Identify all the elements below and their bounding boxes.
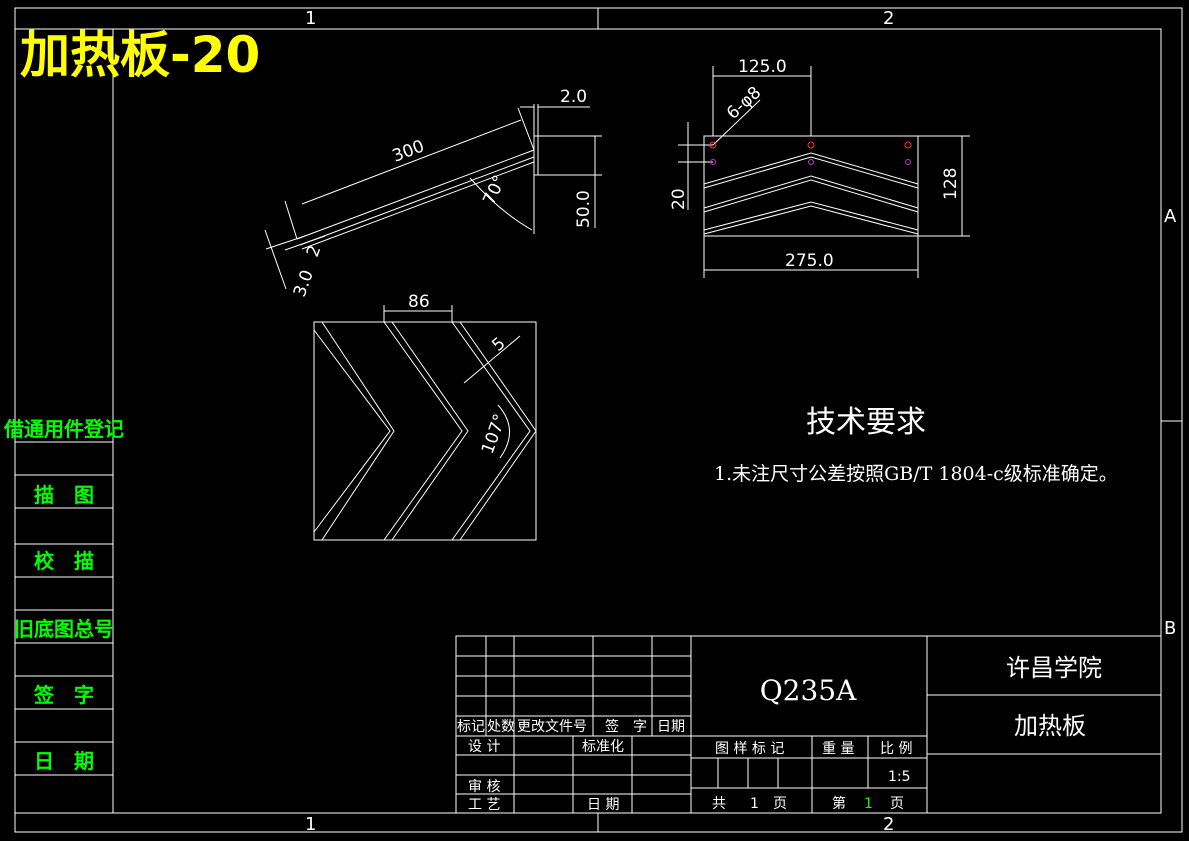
side-label-signature: 签 字 (33, 683, 94, 707)
dim-hole-spacing: 125.0 (738, 57, 787, 77)
side-label-date: 日 期 (34, 749, 94, 773)
side-panel (15, 441, 113, 776)
label-page-unit: 页 (773, 796, 787, 812)
label-total: 共 (712, 796, 726, 812)
dim-length-300: 300 (390, 136, 427, 166)
zone-label-row-b: B (1164, 618, 1176, 639)
dim-plate-height: 128 (941, 168, 961, 200)
dim-gap-2: 2.0 (560, 87, 587, 107)
dim-hole-offset: 20 (669, 188, 689, 210)
label-page: 第 (832, 795, 846, 812)
rev-header-mark: 标记 (457, 719, 485, 735)
dim-strip-5: 5 (488, 334, 509, 356)
front-view-holes (709, 141, 912, 165)
zone-label-col2-bottom: 2 (883, 814, 894, 835)
label-process: 工 艺 (468, 797, 500, 813)
rev-header-date: 日期 (657, 719, 685, 735)
scale-value: 1:5 (888, 769, 911, 785)
tech-requirement-item-1: 1.未注尺寸公差按照GB/T 1804-c级标准确定。 (714, 463, 1118, 485)
label-review: 审 核 (468, 779, 500, 795)
zone-label-col2-top: 2 (883, 8, 894, 29)
material-label: Q235A (760, 674, 857, 707)
zone-label-col1-bottom: 1 (305, 814, 316, 835)
front-view (678, 66, 970, 278)
dim-thick-3: 3.0 (290, 267, 318, 299)
side-label-old-drawing-no: 旧底图总号 (14, 617, 114, 641)
tech-requirements-heading: 技术要求 (806, 405, 926, 440)
page-number-value: 1 (864, 796, 873, 812)
label-drawing-stage: 图 样 标 记 (715, 741, 784, 757)
side-view (264, 104, 602, 290)
dim-height-50: 50.0 (574, 190, 594, 228)
organization-label: 许昌学院 (1006, 654, 1102, 682)
side-label-tracing: 描 图 (34, 483, 94, 507)
dim-thick-2: 2 (303, 243, 325, 260)
drawing-title: 加热板-20 (20, 26, 260, 84)
flat-view (313, 305, 537, 541)
label-scale: 比 例 (880, 741, 912, 757)
drawing-name-label: 加热板 (1014, 712, 1086, 740)
dim-angle-107: 107° (478, 411, 511, 456)
sheet-frame (14, 7, 1183, 833)
label-weight: 重 量 (822, 741, 854, 757)
zone-label-row-a: A (1164, 206, 1177, 227)
dim-pitch-86: 86 (408, 292, 430, 312)
rev-header-count: 处数 (487, 719, 515, 735)
side-label-borrowed-parts: 借通用件登记 (3, 417, 124, 441)
label-page-unit-2: 页 (890, 796, 904, 812)
side-label-trace-check: 校 描 (34, 549, 94, 573)
dim-plate-width: 275.0 (785, 251, 834, 271)
dim-holes: 6-φ8 (723, 83, 765, 124)
rev-header-signature: 签 字 (605, 718, 647, 735)
label-design: 设 计 (468, 739, 500, 755)
title-block (455, 635, 1162, 814)
zone-label-col1-top: 1 (305, 8, 316, 29)
label-date: 日 期 (587, 797, 619, 813)
dim-angle-70: 70° (479, 172, 510, 208)
label-standardization: 标准化 (582, 739, 624, 755)
total-pages-value: 1 (750, 796, 759, 812)
rev-header-doc-no: 更改文件号 (517, 719, 587, 735)
